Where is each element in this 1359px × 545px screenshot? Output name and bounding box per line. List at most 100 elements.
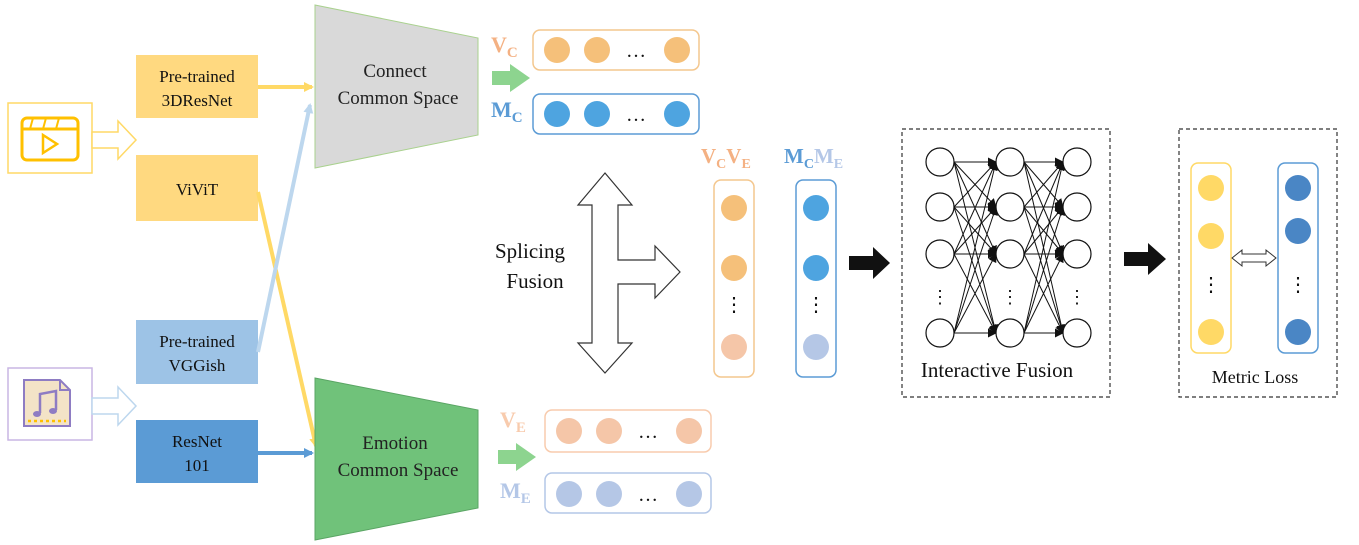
svg-text:MCME: MCME bbox=[784, 144, 843, 172]
mcme-dots: ⋮ bbox=[806, 294, 826, 316]
nn-dots-layer1: ⋮ bbox=[931, 287, 949, 307]
mc-node bbox=[544, 101, 570, 127]
mc-node bbox=[664, 101, 690, 127]
mcme-part-m1: M bbox=[784, 144, 804, 168]
metric-video-node bbox=[1198, 175, 1224, 201]
metric-video-vector bbox=[1190, 162, 1232, 354]
svg-text:VC: VC bbox=[491, 32, 518, 61]
metric-loss-box: ⋮ ⋮ Metric Loss bbox=[1178, 128, 1338, 398]
nn-edge bbox=[1023, 253, 1064, 334]
mc-node bbox=[584, 101, 610, 127]
interactive-fusion-box: ⋮ ⋮ ⋮ Interactive Fusion bbox=[901, 128, 1111, 398]
svg-text:MC: MC bbox=[491, 97, 523, 126]
vc-label: VC bbox=[491, 32, 518, 61]
metric-music-node bbox=[1285, 175, 1311, 201]
nn-edge bbox=[953, 161, 999, 334]
nn-node bbox=[925, 318, 955, 348]
nn-node bbox=[925, 192, 955, 222]
emotion-common-space: Emotion Common Space bbox=[314, 377, 479, 541]
arrow-to-interactive-fusion bbox=[849, 247, 890, 279]
nn-node bbox=[995, 239, 1025, 269]
encoder-resnet101: ResNet 101 bbox=[136, 420, 258, 483]
nn-edge bbox=[1023, 161, 1065, 255]
me-main: M bbox=[500, 478, 521, 503]
vcve-part-v2: V bbox=[726, 144, 741, 168]
nn-edge bbox=[953, 161, 997, 255]
ve-ellipsis: … bbox=[638, 421, 658, 443]
metric-music-vector bbox=[1277, 162, 1319, 354]
encoder-vivit-label: ViViT bbox=[176, 180, 219, 199]
vcve-node bbox=[721, 195, 747, 221]
vcve-dots: ⋮ bbox=[724, 294, 744, 316]
interactive-fusion-label: Interactive Fusion bbox=[921, 358, 1074, 382]
encoder-3dresnet-line2: 3DResNet bbox=[162, 91, 233, 110]
connect-output-arrow bbox=[492, 64, 530, 92]
vc-main: V bbox=[491, 32, 507, 57]
mcme-part-e: E bbox=[834, 157, 843, 172]
metric-music-dots: ⋮ bbox=[1288, 274, 1308, 296]
mcme-node bbox=[803, 255, 829, 281]
metric-video-node bbox=[1198, 319, 1224, 345]
nn-edge bbox=[1023, 161, 1066, 334]
encoder-3dresnet-line1: Pre-trained bbox=[159, 67, 235, 86]
vcve-part-e: E bbox=[741, 157, 750, 172]
emotion-space-line1: Emotion bbox=[362, 433, 428, 454]
ve-node bbox=[596, 418, 622, 444]
arrow-vggish-to-connect bbox=[256, 103, 314, 353]
emotion-space-line2: Common Space bbox=[338, 460, 459, 481]
mc-main: M bbox=[491, 97, 512, 122]
metric-loss-label: Metric Loss bbox=[1212, 367, 1298, 387]
vc-node bbox=[544, 37, 570, 63]
audio-arrow bbox=[91, 385, 138, 427]
encoder-vggish-line2: VGGish bbox=[169, 356, 226, 375]
mcme-label: MCME bbox=[784, 144, 843, 172]
neural-net-edges bbox=[953, 157, 1066, 338]
nn-edge bbox=[953, 253, 997, 334]
ve-main: V bbox=[500, 407, 516, 432]
mc-ellipsis: … bbox=[626, 104, 646, 126]
encoder-vggish: Pre-trained VGGish bbox=[136, 320, 258, 384]
nn-edge bbox=[953, 206, 998, 334]
vc-ellipsis: … bbox=[626, 40, 646, 62]
vc-sub: C bbox=[507, 45, 518, 61]
neural-net-nodes bbox=[925, 147, 1092, 348]
splicing-fusion-arrow bbox=[576, 172, 681, 374]
mcme-part-c: C bbox=[804, 157, 814, 172]
vc-vector: … bbox=[532, 29, 700, 71]
me-node bbox=[556, 481, 582, 507]
nn-node bbox=[1062, 239, 1092, 269]
me-vector: … bbox=[544, 472, 712, 514]
vcve-part-c: C bbox=[716, 157, 726, 172]
nn-node bbox=[995, 147, 1025, 177]
splicing-label-line1: Splicing bbox=[495, 239, 566, 263]
ve-vector: … bbox=[544, 409, 712, 453]
nn-dots-layer2: ⋮ bbox=[1001, 287, 1019, 307]
metric-video-node bbox=[1198, 223, 1224, 249]
mc-sub: C bbox=[512, 110, 523, 126]
emotion-output-arrow bbox=[498, 443, 536, 471]
svg-text:VE: VE bbox=[500, 407, 526, 436]
ve-sub: E bbox=[516, 420, 526, 436]
video-file-icon bbox=[7, 102, 93, 174]
metric-video-dots: ⋮ bbox=[1201, 274, 1221, 296]
nn-node bbox=[995, 318, 1025, 348]
vcve-label: VCVE bbox=[701, 144, 751, 172]
vcve-vector: ⋮ bbox=[713, 179, 755, 378]
arrow-to-metric-loss bbox=[1124, 243, 1166, 275]
audio-input bbox=[7, 367, 138, 441]
nn-node bbox=[1062, 147, 1092, 177]
nn-dots-layer3: ⋮ bbox=[1068, 287, 1086, 307]
mcme-part-m2: M bbox=[814, 144, 834, 168]
me-label: ME bbox=[500, 478, 531, 507]
nn-node bbox=[925, 147, 955, 177]
nn-node bbox=[995, 192, 1025, 222]
encoder-vggish-line1: Pre-trained bbox=[159, 332, 235, 351]
arrow-vivit-to-emotion bbox=[256, 191, 320, 448]
connect-common-space: Connect Common Space bbox=[314, 4, 479, 169]
splicing-label-line2: Fusion bbox=[506, 269, 564, 293]
vc-node bbox=[664, 37, 690, 63]
svg-text:ME: ME bbox=[500, 478, 531, 507]
metric-music-node bbox=[1285, 319, 1311, 345]
connect-space-line2: Common Space bbox=[338, 88, 459, 109]
